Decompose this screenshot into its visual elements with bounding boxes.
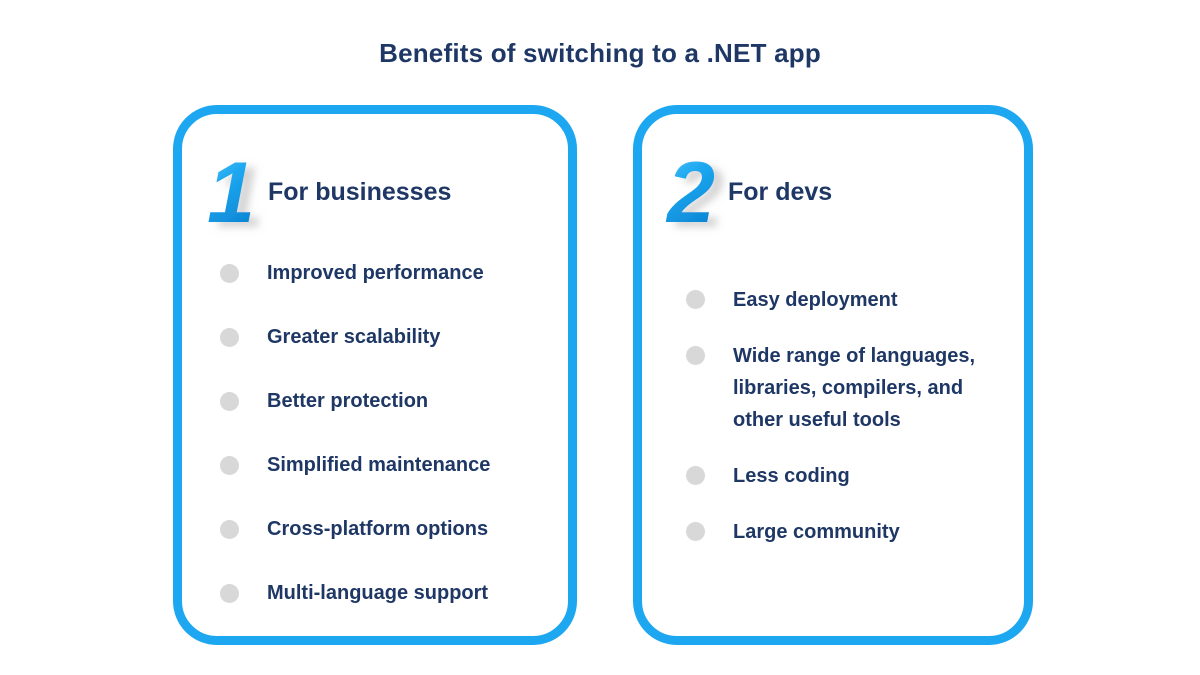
business-benefits-list: Improved performance Greater scalability… <box>206 258 544 609</box>
bullet-dot-icon <box>220 456 239 475</box>
card-for-devs-header: 2 For devs <box>665 145 1000 241</box>
list-item-text: Simplified maintenance <box>267 454 491 476</box>
list-item: Large community <box>686 516 1000 548</box>
list-item: Wide range of languages, libraries, comp… <box>686 340 1000 436</box>
list-item: Better protection <box>220 386 544 417</box>
card-for-devs: 2 For devs Easy deployment Wide range of… <box>633 105 1033 645</box>
card-for-businesses-header: 1 For businesses <box>206 145 544 241</box>
numeral-2-icon: 2 <box>665 145 716 241</box>
list-item-text: Wide range of languages, libraries, comp… <box>733 345 976 431</box>
bullet-dot-icon <box>220 392 239 411</box>
bullet-dot-icon <box>686 466 705 485</box>
list-item-text: Better protection <box>267 390 429 412</box>
bullet-dot-icon <box>686 290 705 309</box>
list-item-text: Cross-platform options <box>267 518 489 540</box>
list-item-text: Multi-language support <box>267 582 489 604</box>
bullet-dot-icon <box>220 584 239 603</box>
dev-benefits-list: Easy deployment Wide range of languages,… <box>666 284 1000 548</box>
card-for-businesses: 1 For businesses Improved performance Gr… <box>173 105 577 645</box>
list-item: Less coding <box>686 460 1000 492</box>
list-item-text: Easy deployment <box>733 289 898 311</box>
list-item: Improved performance <box>220 258 544 289</box>
bullet-dot-icon <box>220 264 239 283</box>
list-item: Easy deployment <box>686 284 1000 316</box>
bullet-dot-icon <box>686 346 705 365</box>
numeral-1-icon: 1 <box>206 145 256 241</box>
list-item: Cross-platform options <box>220 514 544 545</box>
card-heading-for-devs: For devs <box>728 177 833 206</box>
numeral-1-glyph: 1 <box>207 145 255 241</box>
bullet-dot-icon <box>220 520 239 539</box>
card-heading-for-businesses: For businesses <box>268 177 452 206</box>
list-item-text: Greater scalability <box>267 326 441 348</box>
list-item: Greater scalability <box>220 322 544 353</box>
bullet-dot-icon <box>686 522 705 541</box>
list-item-text: Less coding <box>733 465 850 487</box>
list-item-text: Large community <box>733 521 900 543</box>
numeral-2-glyph: 2 <box>665 145 715 241</box>
list-item: Multi-language support <box>220 578 544 609</box>
list-item: Simplified maintenance <box>220 450 544 481</box>
page-title: Benefits of switching to a .NET app <box>379 38 821 68</box>
bullet-dot-icon <box>220 328 239 347</box>
list-item-text: Improved performance <box>267 262 484 284</box>
